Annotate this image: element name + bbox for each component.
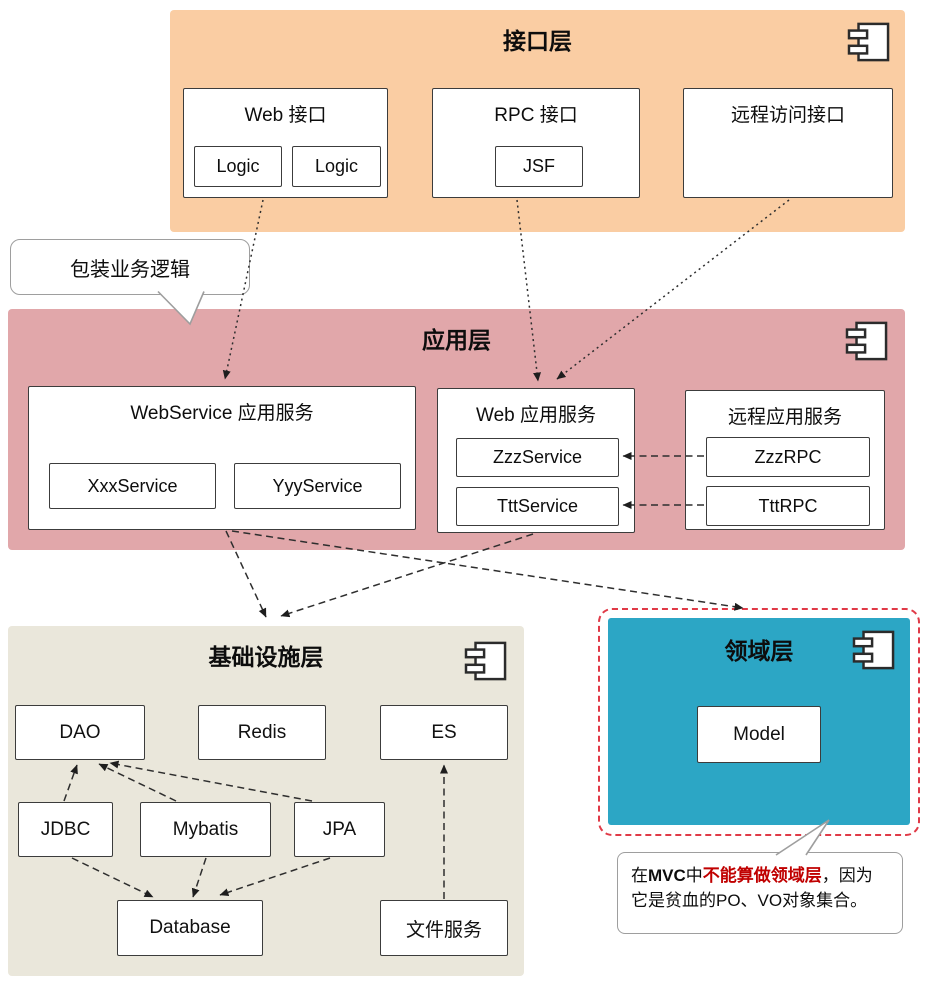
node-webservice-app-service-title: WebService 应用服务	[130, 403, 314, 424]
node-rpc-interface-title: RPC 接口	[494, 105, 578, 126]
node-remote-app-service: 远程应用服务 ZzzRPC TttRPC	[685, 390, 885, 530]
node-tttservice: TttService	[456, 487, 619, 526]
node-web-interface: Web 接口 Logic Logic	[183, 88, 388, 198]
layer-domain: 领域层 Model	[608, 618, 910, 825]
callout-domain-note: 在MVC中不能算做领域层，因为它是贫血的PO、VO对象集合。	[617, 852, 903, 934]
note-text-bold: MVC	[648, 866, 686, 885]
node-rpc-interface: RPC 接口 JSF	[432, 88, 640, 198]
note-text: ，因为它是贫血的PO、VO对象集合。	[631, 866, 873, 910]
layer-interface-title: 接口层	[503, 28, 572, 54]
node-database: Database	[117, 900, 263, 956]
callout-wrap-business-logic: 包装业务逻辑	[10, 239, 250, 295]
component-icon	[847, 22, 890, 62]
node-file-service: 文件服务	[380, 900, 508, 956]
component-icon	[845, 321, 888, 361]
node-es: ES	[380, 705, 508, 760]
node-zzzservice: ZzzService	[456, 438, 619, 477]
layer-application: 应用层 WebService 应用服务 XxxService YyyServic…	[8, 309, 905, 550]
note-text-red: 不能算做领域层	[702, 866, 822, 885]
node-web-interface-title: Web 接口	[244, 105, 327, 126]
node-web-app-service-title: Web 应用服务	[475, 405, 596, 426]
node-model: Model	[697, 706, 821, 763]
component-icon	[464, 641, 507, 681]
node-xxxservice: XxxService	[49, 463, 216, 509]
layer-infrastructure: 基础设施层 DAO Redis ES JDBC Mybatis JPA Data…	[8, 626, 524, 976]
node-mybatis: Mybatis	[140, 802, 271, 857]
node-logic-1: Logic	[194, 146, 282, 187]
node-web-app-service: Web 应用服务 ZzzService TttService	[437, 388, 635, 533]
node-redis: Redis	[198, 705, 326, 760]
node-webservice-app-service: WebService 应用服务 XxxService YyyService	[28, 386, 416, 530]
node-dao: DAO	[15, 705, 145, 760]
node-remote-access-interface-title: 远程访问接口	[730, 105, 845, 126]
node-yyyservice: YyyService	[234, 463, 401, 509]
node-jsf: JSF	[495, 146, 583, 187]
layer-interface: 接口层 Web 接口 Logic Logic RPC 接口 JSF 远程访问接口	[170, 10, 905, 232]
node-logic-2: Logic	[292, 146, 381, 187]
node-remote-app-service-title: 远程应用服务	[727, 407, 842, 428]
node-remote-access-interface: 远程访问接口	[683, 88, 893, 198]
node-tttrpc: TttRPC	[706, 486, 870, 526]
note-text: 在	[631, 866, 648, 885]
note-text: 中	[685, 866, 703, 885]
layer-domain-title: 领域层	[724, 638, 794, 664]
layer-application-title: 应用层	[422, 327, 491, 353]
node-zzzrpc: ZzzRPC	[706, 437, 870, 477]
node-jdbc: JDBC	[18, 802, 113, 857]
layer-infrastructure-title: 基础设施层	[208, 644, 324, 670]
domain-layer-outline	[598, 608, 920, 836]
component-icon	[852, 630, 895, 670]
node-jpa: JPA	[294, 802, 385, 857]
